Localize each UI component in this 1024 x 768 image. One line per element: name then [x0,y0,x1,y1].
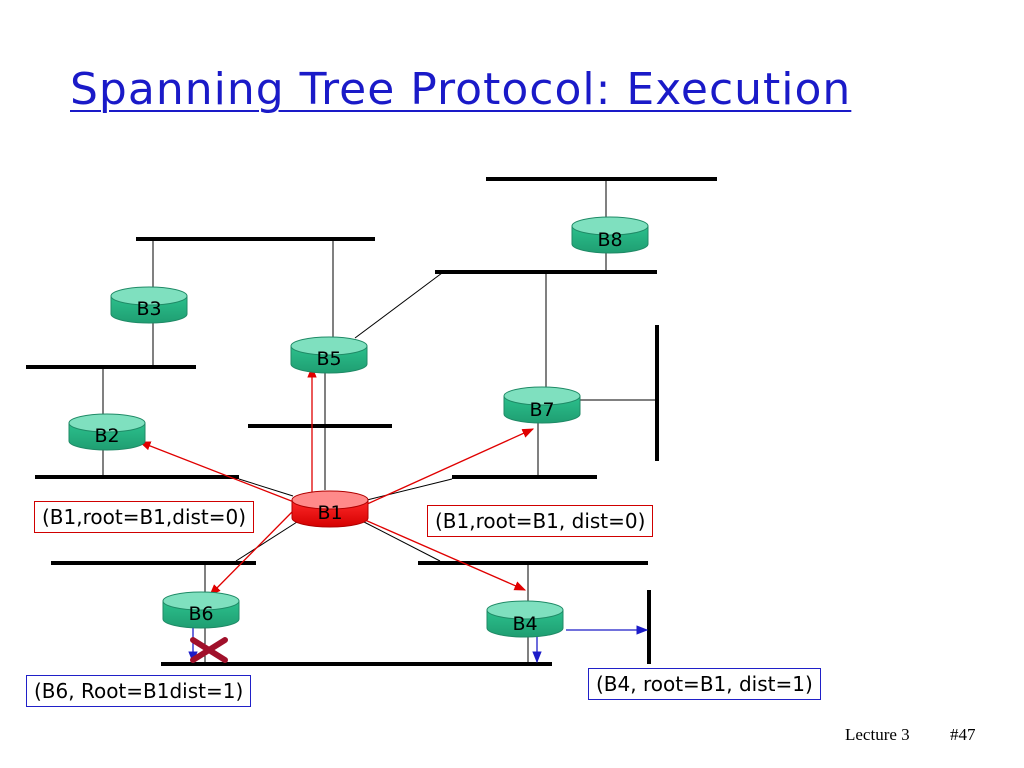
bridge-b2: B2 [68,413,146,451]
msg-arrow-b1-to-b7 [364,428,535,506]
link-b1-right [366,478,453,501]
bridge-b7: B7 [503,386,581,424]
bridge-b6: B6 [162,591,240,629]
bridge-b8: B8 [571,216,649,254]
bridge-b1: B1 [291,490,369,528]
bridge-b2-label: B2 [94,425,119,447]
link-b1-b6lan [235,521,298,562]
bridge-b1-label: B1 [317,502,342,524]
bridge-b5: B5 [290,336,368,374]
message-label-b4: (B4, root=B1, dist=1) [588,668,821,700]
bridge-b6-label: B6 [188,603,213,625]
slide-title: Spanning Tree Protocol: Execution [70,64,852,115]
msg-arrow-b1-to-b2 [138,441,295,503]
link-b1-b4lan [363,521,441,562]
x-mark-icon [190,637,228,663]
message-label-b1-left: (B1,root=B1,dist=0) [34,501,255,533]
footer-page-number: #47 [950,725,976,744]
link-b1-left [238,478,294,497]
message-label-b6: (B6, Root=B1dist=1) [26,675,252,707]
bridge-b5-label: B5 [316,348,341,370]
bridge-b7-label: B7 [529,399,554,421]
message-label-b1-right: (B1,root=B1, dist=0) [427,505,654,537]
bridge-b3: B3 [110,286,188,324]
link-b5-lan [354,272,443,339]
bridge-b3-label: B3 [136,298,161,320]
footer-lecture: Lecture 3 [845,725,910,744]
msg-arrow-b1-to-b4 [364,519,527,591]
bridge-b8-label: B8 [597,229,622,251]
bridge-b4-label: B4 [512,613,537,635]
msg-arrow-b1-to-b6 [209,511,293,596]
bridge-b4: B4 [486,600,564,638]
